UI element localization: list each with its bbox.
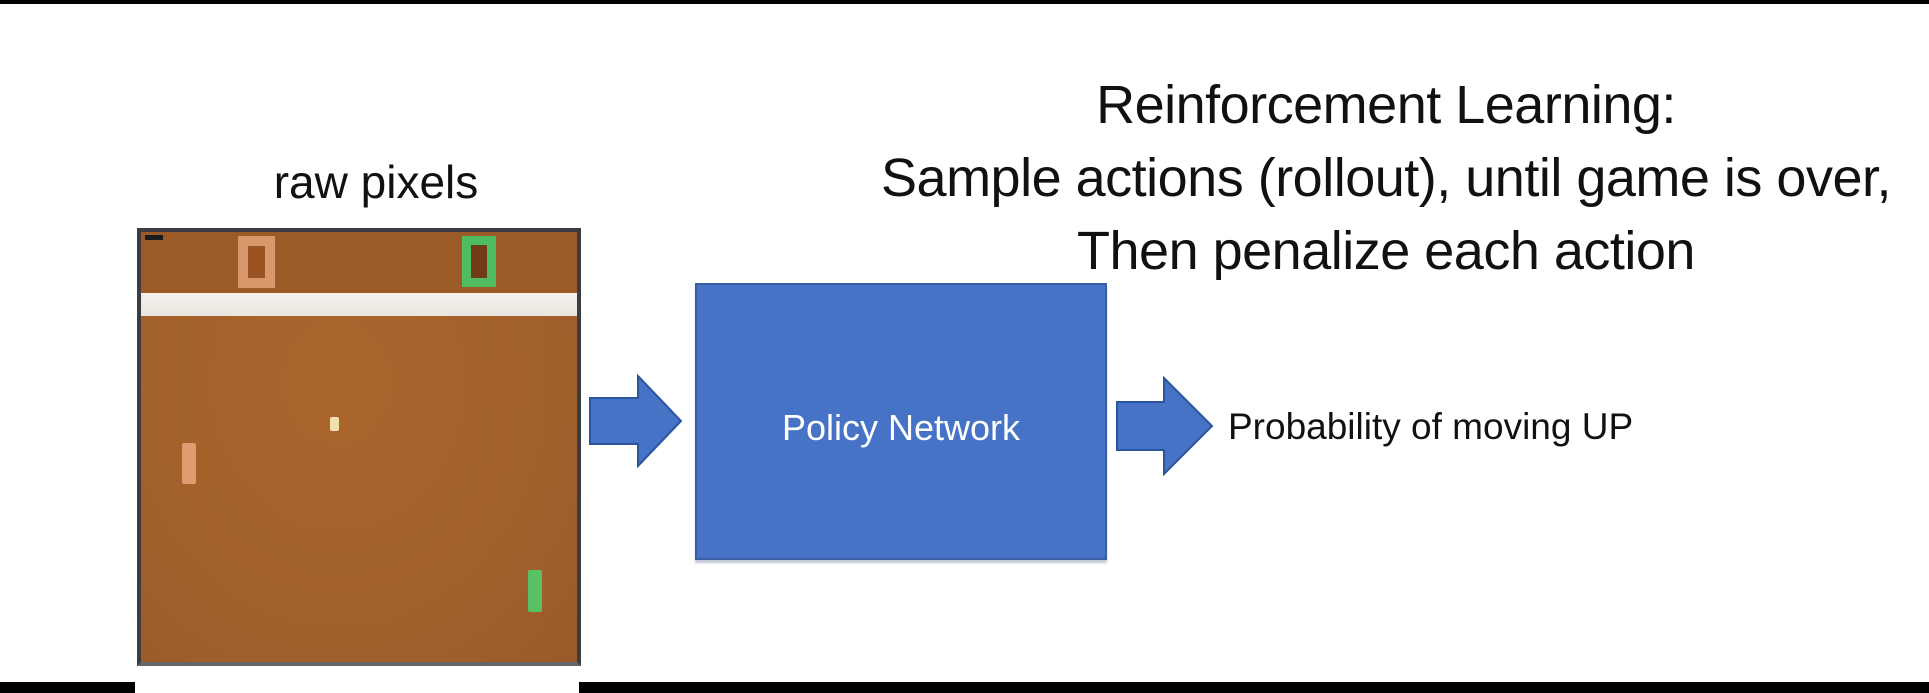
pong-white-band bbox=[141, 293, 577, 316]
pong-left-paddle bbox=[182, 443, 196, 484]
title-line-2: Sample actions (rollout), until game is … bbox=[881, 148, 1891, 208]
pong-score-digit-orange bbox=[238, 236, 275, 288]
pong-corner-mark bbox=[145, 235, 163, 240]
pong-ball bbox=[330, 417, 339, 431]
arrow-right-icon-output bbox=[1116, 376, 1214, 476]
slide-title: Reinforcement Learning: Sample actions (… bbox=[736, 69, 1929, 288]
raw-pixels-caption: raw pixels bbox=[273, 156, 479, 208]
slide-bottom-edge-bar-left bbox=[0, 682, 135, 693]
title-line-3: Then penalize each action bbox=[1077, 221, 1695, 281]
pong-score-band bbox=[141, 232, 577, 293]
slide-top-edge-bar bbox=[0, 0, 1929, 4]
title-line-1: Reinforcement Learning: bbox=[1096, 75, 1676, 135]
arrow-right-icon-input bbox=[589, 374, 683, 468]
pong-right-paddle bbox=[528, 570, 542, 612]
slide-bottom-edge-bar-right bbox=[579, 682, 1929, 693]
pong-score-digit-green bbox=[462, 236, 496, 287]
policy-network-box: Policy Network bbox=[695, 283, 1107, 560]
policy-network-label: Policy Network bbox=[781, 406, 1021, 448]
pong-screenshot bbox=[137, 228, 581, 666]
probability-output-label: Probability of moving UP bbox=[1228, 406, 1634, 447]
